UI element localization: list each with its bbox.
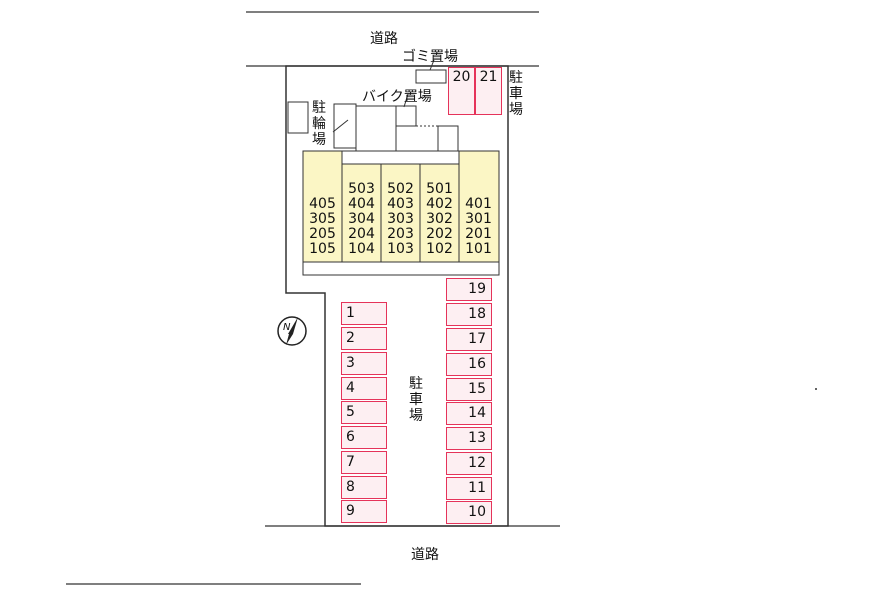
parking-slot-12: 12 (446, 452, 492, 475)
road-label-bottom: 道路 (411, 547, 439, 563)
unit-stack-4: 501 402 302 202 102 (426, 181, 453, 257)
north-label: N (283, 322, 291, 333)
parking-slot-13: 13 (446, 427, 492, 450)
garbage-label: ゴミ置場 (402, 49, 458, 65)
entrance-block (355, 105, 397, 152)
parking-slot-15: 15 (446, 378, 492, 401)
parking-slot-8: 8 (341, 476, 387, 499)
bike-parking-label: バイク置場 (362, 89, 432, 105)
leader-line-bicycle (332, 119, 349, 133)
parking-slot-19: 19 (446, 278, 492, 301)
parking-slot-7: 7 (341, 451, 387, 474)
parking-slot-9: 9 (341, 500, 387, 523)
bicycle-parking-label: 駐 輪 場 (312, 100, 326, 148)
leader-line-garbage (429, 59, 435, 71)
parking-slot-14: 14 (446, 402, 492, 425)
parking-label-right: 駐 車 場 (509, 70, 523, 118)
garbage-box (415, 69, 447, 84)
parking-slot-10: 10 (446, 501, 492, 524)
bicycle-shed (287, 101, 309, 134)
parking-slot-16: 16 (446, 353, 492, 376)
parking-slot-11: 11 (446, 477, 492, 500)
road-label-top: 道路 (370, 31, 398, 47)
marker-dot (815, 388, 817, 390)
unit-stack-3: 502 403 303 203 103 (387, 181, 414, 257)
parking-slot-2: 2 (341, 327, 387, 350)
unit-stack-2: 503 404 304 204 104 (348, 181, 375, 257)
bike-parking (395, 105, 417, 127)
north-arrow-icon (277, 316, 307, 346)
parking-slot-6: 6 (341, 426, 387, 449)
parking-slot-4: 4 (341, 377, 387, 400)
open-area (395, 125, 439, 152)
stair-block (437, 125, 459, 152)
parking-label-center: 駐 車 場 (409, 376, 423, 424)
parking-slot-20: 20 (448, 67, 475, 115)
parking-slot-3: 3 (341, 352, 387, 375)
parking-slot-18: 18 (446, 303, 492, 326)
unit-column-1 (302, 150, 343, 263)
unit-stack-5: 401 301 201 101 (465, 196, 492, 257)
unit-column-5 (458, 150, 500, 263)
leader-line-bike (403, 93, 409, 108)
parking-slot-5: 5 (341, 401, 387, 424)
parking-slot-1: 1 (341, 302, 387, 325)
lot-boundary (285, 65, 509, 527)
entrance-wall (333, 103, 357, 149)
parking-slot-17: 17 (446, 328, 492, 351)
parking-slot-21: 21 (475, 67, 502, 115)
unit-stack-1: 405 305 205 105 (309, 196, 336, 257)
